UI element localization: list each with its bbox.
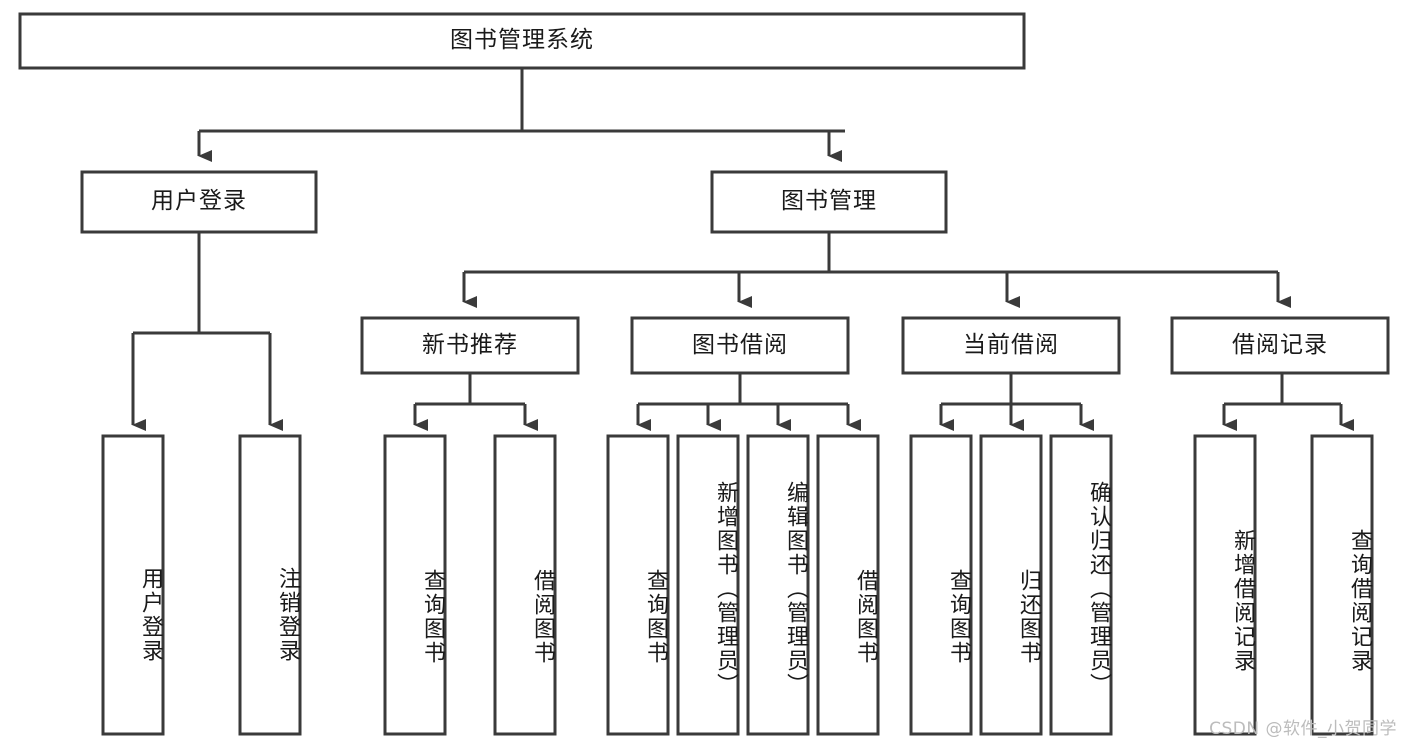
leaf-return-book-box[interactable] [979,434,1043,736]
leaf-user-login-box[interactable] [101,434,165,736]
leaf-add-record-box[interactable] [1193,434,1257,736]
node-user-login-box[interactable] [80,170,318,234]
leaf-borrow-book-2-box[interactable] [816,434,880,736]
node-new-book-rec-box[interactable] [360,316,580,375]
leaf-query-book-3-box[interactable] [909,434,973,736]
node-current-borrow-box[interactable] [901,316,1121,375]
node-borrow-record-box[interactable] [1170,316,1390,375]
leaf-add-book-box[interactable] [676,434,740,736]
leaf-query-record-box[interactable] [1310,434,1374,736]
node-book-manage-box[interactable] [710,170,948,234]
leaf-logout-box[interactable] [238,434,302,736]
leaf-query-book-1-box[interactable] [383,434,447,736]
node-book-borrow-box[interactable] [630,316,850,375]
leaf-query-book-2-box[interactable] [606,434,670,736]
leaf-edit-book-box[interactable] [746,434,810,736]
leaf-borrow-book-1-box[interactable] [493,434,557,736]
node-root-box[interactable] [18,12,1026,70]
leaf-confirm-return-box[interactable] [1049,434,1113,736]
